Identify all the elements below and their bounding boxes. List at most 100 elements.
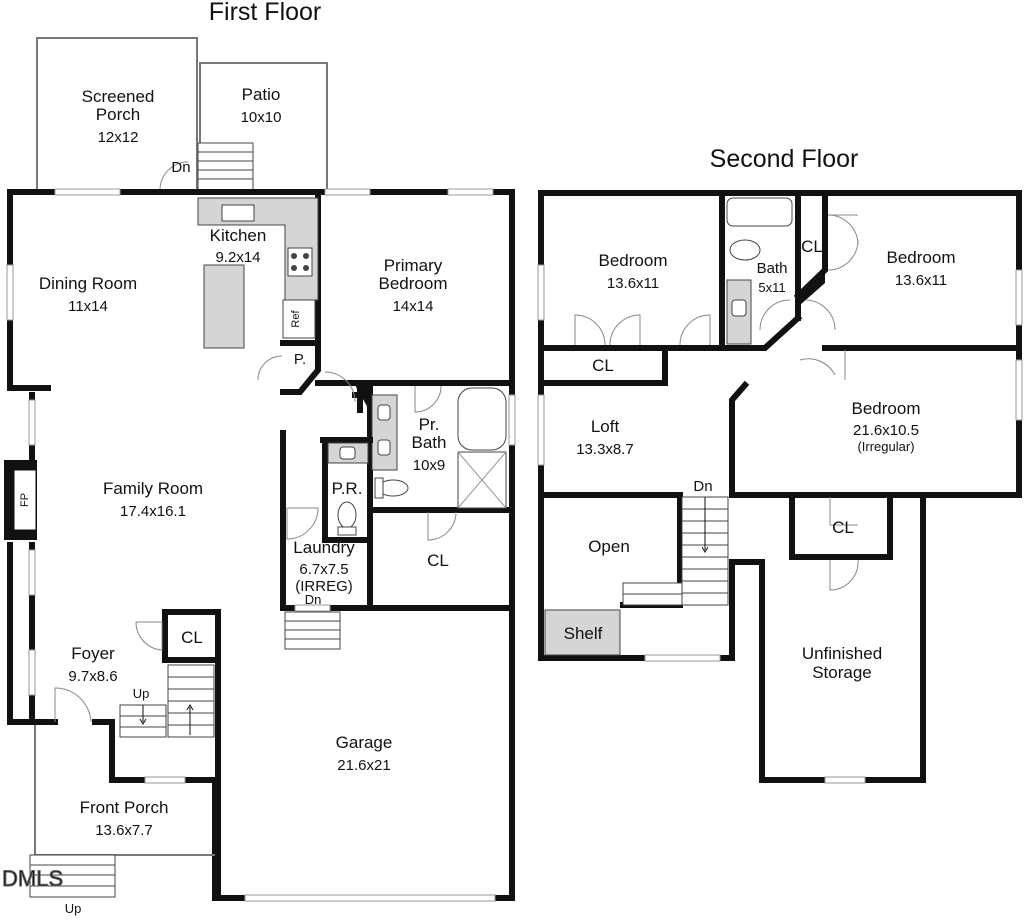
primary-bath-label: Pr. (419, 415, 440, 434)
garage-down-label: Dn (305, 592, 322, 607)
pantry-label: P. (294, 351, 306, 368)
garage-door (244, 894, 496, 902)
garage-wall (162, 609, 221, 901)
family-room-label: Family Room (103, 479, 203, 498)
laundry-note: (IRREG) (295, 578, 353, 595)
family-room-size: 17.4x16.1 (120, 503, 186, 520)
porch-door-swing (159, 161, 189, 191)
shelf-label: Shelf (564, 624, 603, 643)
window (144, 776, 186, 784)
window (537, 264, 545, 321)
porch-down-label: Dn (171, 159, 190, 176)
left-closet-label: CL (592, 356, 614, 375)
primary-bedroom-label-2: Bedroom (379, 274, 448, 293)
primary-bath-label-2: Bath (412, 433, 447, 452)
window (508, 394, 516, 446)
primary-door-swing (324, 371, 356, 403)
fireplace-label: FP (19, 493, 31, 507)
screened-porch-label-2: Porch (96, 105, 140, 124)
powder-room-wall (320, 437, 373, 543)
powder-room-label: P.R. (332, 479, 363, 498)
storage-closet-label: CL (832, 518, 854, 537)
window (644, 654, 721, 662)
window (824, 776, 866, 784)
window (1015, 359, 1023, 421)
second-floor-title: Second Floor (710, 145, 859, 173)
garage-label: Garage (336, 733, 393, 752)
bedroom-large-size: 21.6x10.5 (853, 422, 919, 439)
bath-door-swing (414, 385, 442, 413)
bedroom-large-label: Bedroom (852, 399, 921, 418)
watermark: DMLS (2, 866, 63, 891)
laundry-door-swing (286, 507, 319, 540)
foyer-closet-door-swing (135, 621, 163, 651)
window (54, 188, 121, 196)
foyer-size: 9.7x8.6 (68, 668, 117, 685)
unfinished-storage-label-2: Storage (812, 663, 872, 682)
screened-porch-label: Screened (82, 87, 155, 106)
laundry-label: Laundry (293, 538, 355, 557)
bath-label: Bath (757, 260, 788, 277)
garage-steps (284, 611, 341, 650)
second-floor: Second Floor (537, 145, 1023, 784)
unfinished-storage-label: Unfinished (802, 644, 882, 663)
garage-size: 21.6x21 (337, 757, 390, 774)
window (28, 399, 36, 446)
stairs-down-label: Dn (693, 478, 712, 495)
laundry-wall (280, 430, 515, 611)
fireplace-hearth (13, 469, 37, 531)
kitchen-size: 9.2x14 (215, 249, 260, 266)
window (537, 394, 545, 466)
bedroom-door-swing (679, 314, 711, 346)
stairs-up-label: Up (133, 686, 150, 701)
upstairs-bath-fixtures (726, 197, 793, 345)
loft-label: Loft (591, 417, 620, 436)
shelf (544, 609, 621, 656)
primary-bedroom-label: Primary (384, 256, 443, 275)
first-floor-title: First Floor (209, 0, 322, 26)
bedroom-closet-doors (574, 314, 641, 346)
bedroom-left-size: 13.6x11 (607, 275, 659, 292)
closet-label: CL (427, 551, 449, 570)
front-porch-steps (29, 854, 116, 898)
patio-size: 10x10 (241, 109, 282, 126)
screened-porch-size: 12x12 (98, 129, 139, 146)
front-porch-label: Front Porch (80, 798, 169, 817)
storage-door-swings (829, 497, 859, 591)
patio-steps (197, 142, 254, 192)
second-floor-interior-wall (542, 190, 1022, 608)
front-porch-size: 13.6x7.7 (95, 822, 153, 839)
bedroom-right-label: Bedroom (887, 248, 956, 267)
front-door-swing (54, 687, 92, 723)
window (1015, 269, 1023, 326)
right-closet-doors (827, 214, 859, 271)
bath-size: 5x11 (758, 280, 785, 295)
bedroom-right-size: 13.6x11 (895, 272, 947, 289)
patio-label: Patio (242, 85, 281, 104)
wall-corner (355, 385, 372, 415)
dining-room-size: 11x14 (68, 298, 108, 315)
window (6, 264, 14, 321)
primary-bedroom-size: 14x14 (393, 298, 434, 315)
laundry-size: 6.7x7.5 (299, 561, 348, 578)
foyer-closet-label: CL (181, 628, 203, 647)
front-steps-up-label: Up (65, 901, 82, 916)
primary-bath-fixtures (371, 387, 507, 509)
bedroom-large-note: (Irregular) (857, 439, 914, 454)
loft-size: 13.3x8.7 (576, 441, 634, 458)
window (324, 188, 371, 196)
wall-corner (795, 272, 825, 305)
window (28, 549, 36, 596)
dining-room-label: Dining Room (39, 274, 137, 293)
hall-door-swings (759, 299, 846, 380)
first-floor: First Floor FP (4, 0, 516, 916)
bedroom-left-label: Bedroom (599, 251, 668, 270)
kitchen-label: Kitchen (210, 226, 267, 245)
foyer-stairs (119, 664, 215, 738)
primary-bath-size: 10x9 (413, 457, 446, 474)
pantry-wall (280, 340, 321, 395)
bath-closet-label: CL (801, 237, 823, 256)
closet-door-swing (427, 511, 457, 541)
window (28, 649, 36, 696)
